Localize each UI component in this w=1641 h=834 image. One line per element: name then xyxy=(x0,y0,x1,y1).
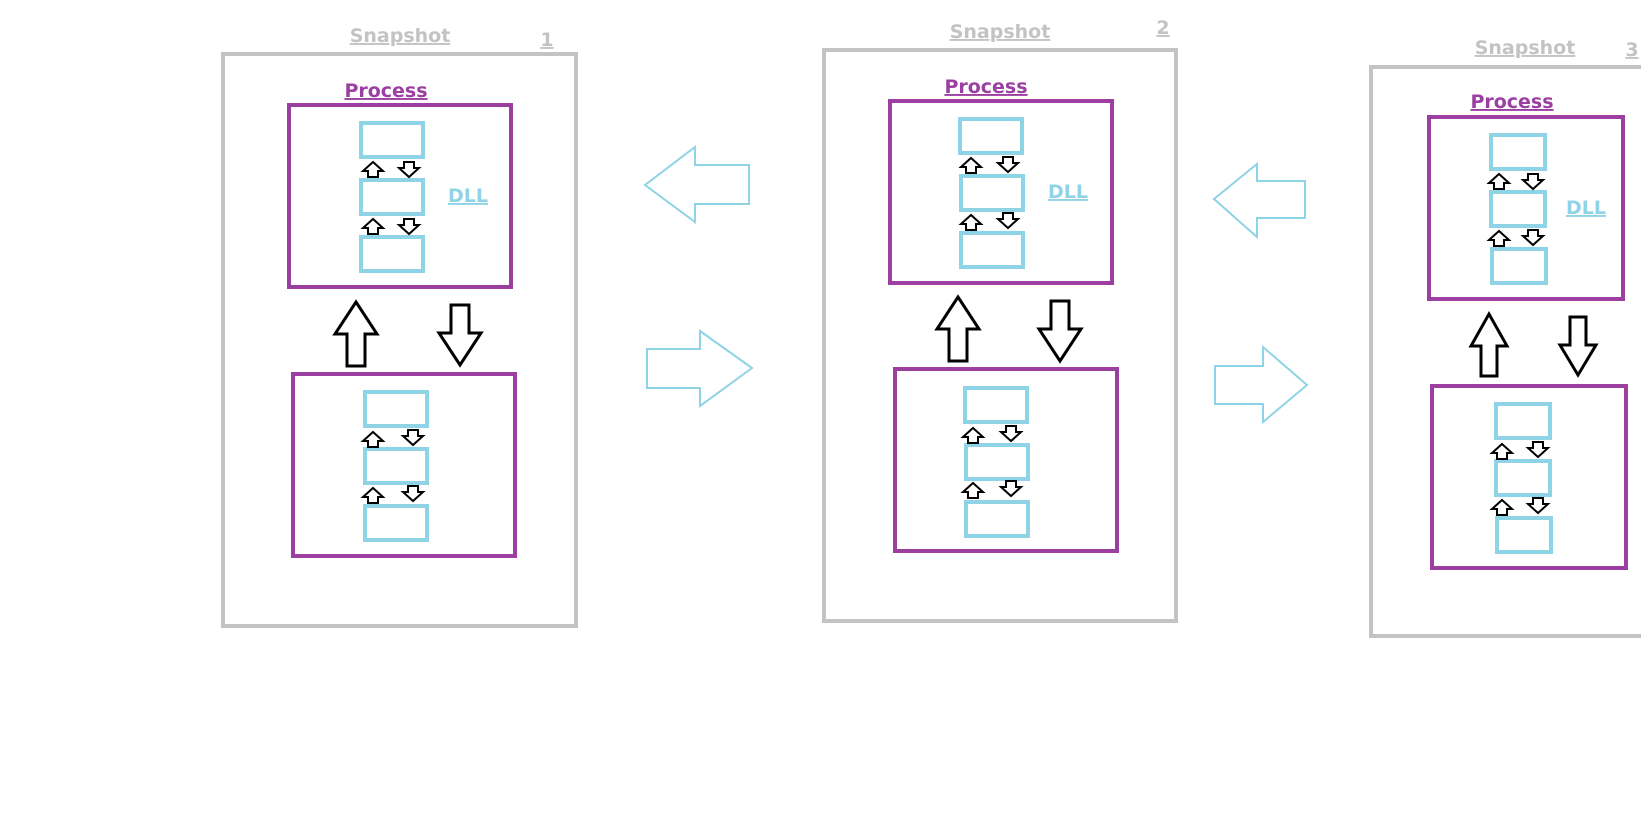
snapshot-3: Snapshot 3 Process DLL xyxy=(1369,37,1641,638)
dll-block xyxy=(1495,516,1553,554)
arrow-up-icon xyxy=(360,160,386,178)
dll-block xyxy=(359,121,425,159)
nav-left-arrow-icon xyxy=(1212,161,1306,240)
arrow-up-icon xyxy=(1489,498,1515,516)
arrow-down-icon xyxy=(1520,173,1546,191)
arrow-down-icon xyxy=(1525,497,1551,515)
process-down-arrow-icon xyxy=(1557,315,1599,378)
snapshot-1-dll-stack-bottom xyxy=(360,390,429,542)
arrow-up-icon xyxy=(1486,229,1512,247)
dll-block xyxy=(1489,190,1547,228)
snapshot-1-process-top xyxy=(287,103,513,289)
dll-block xyxy=(1490,247,1548,285)
dll-block xyxy=(964,443,1030,481)
process-down-arrow-icon xyxy=(436,303,484,368)
nav-right-arrow-icon xyxy=(1214,344,1309,425)
arrow-up-icon xyxy=(1489,442,1515,460)
arrow-up-icon xyxy=(958,156,984,174)
nav-left-arrow-icon xyxy=(643,144,750,224)
arrow-up-icon xyxy=(360,486,386,504)
snapshot-1: Snapshot 1 Process DLL xyxy=(221,25,578,628)
snapshot-2-dll-label: DLL xyxy=(1048,181,1088,203)
snapshot-3-frame xyxy=(1369,65,1641,638)
snapshot-2-process-bottom xyxy=(893,367,1119,553)
dll-block xyxy=(964,500,1030,538)
snapshot-2-frame xyxy=(822,48,1178,623)
snapshot-1-frame xyxy=(221,52,578,628)
arrow-down-icon xyxy=(400,485,426,503)
process-down-arrow-icon xyxy=(1036,299,1084,364)
dll-block xyxy=(363,447,429,485)
snapshot-2-label: Snapshot xyxy=(950,21,1051,43)
arrow-down-icon xyxy=(998,480,1024,498)
snapshot-1-process-bottom xyxy=(291,372,517,558)
snapshot-2-number: 2 xyxy=(1156,17,1169,39)
process-up-arrow-icon xyxy=(332,299,380,368)
arrow-up-icon xyxy=(960,426,986,444)
dll-block xyxy=(1494,402,1552,440)
process-up-arrow-icon xyxy=(934,294,982,363)
snapshot-1-number: 1 xyxy=(540,29,553,51)
arrow-up-icon xyxy=(360,430,386,448)
snapshot-3-process-bottom xyxy=(1430,384,1628,570)
dll-block xyxy=(363,504,429,542)
snapshot-2: Snapshot 2 Process DLL xyxy=(822,17,1178,623)
dll-block xyxy=(1489,133,1547,171)
dll-block xyxy=(963,386,1029,424)
dll-block xyxy=(959,174,1025,212)
dll-block xyxy=(359,235,425,273)
dll-block xyxy=(1494,459,1552,497)
snapshot-2-process-label: Process xyxy=(944,76,1027,98)
arrow-down-icon xyxy=(998,425,1024,443)
arrow-down-icon xyxy=(396,161,422,179)
arrow-down-icon xyxy=(1525,441,1551,459)
dll-block xyxy=(958,117,1024,155)
snapshot-3-process-label: Process xyxy=(1470,91,1553,113)
arrow-down-icon xyxy=(995,156,1021,174)
snapshot-3-dll-label: DLL xyxy=(1566,197,1606,219)
arrow-down-icon xyxy=(400,429,426,447)
snapshot-1-process-label: Process xyxy=(344,80,427,102)
arrow-up-icon xyxy=(960,481,986,499)
nav-right-arrow-icon xyxy=(646,329,754,408)
process-up-arrow-icon xyxy=(1468,310,1510,378)
snapshot-2-process-top xyxy=(888,99,1114,285)
arrow-down-icon xyxy=(995,212,1021,230)
snapshot-3-dll-stack-bottom xyxy=(1489,402,1553,554)
dll-block xyxy=(359,178,425,216)
snapshot-1-dll-stack-top xyxy=(359,121,425,273)
snapshot-3-process-top xyxy=(1427,115,1625,301)
arrow-down-icon xyxy=(396,218,422,236)
arrow-up-icon xyxy=(958,213,984,231)
dll-block xyxy=(363,390,429,428)
snapshot-3-number: 3 xyxy=(1625,39,1638,61)
snapshot-1-dll-label: DLL xyxy=(448,185,488,207)
arrow-up-icon xyxy=(1486,172,1512,190)
snapshot-1-label: Snapshot xyxy=(350,25,451,47)
snapshot-2-dll-stack-bottom xyxy=(960,386,1030,538)
snapshot-3-label: Snapshot xyxy=(1475,37,1576,59)
arrow-up-icon xyxy=(360,217,386,235)
snapshot-3-dll-stack-top xyxy=(1486,133,1548,285)
dll-block xyxy=(959,231,1025,269)
arrow-down-icon xyxy=(1520,229,1546,247)
snapshot-2-dll-stack-top xyxy=(958,117,1025,269)
